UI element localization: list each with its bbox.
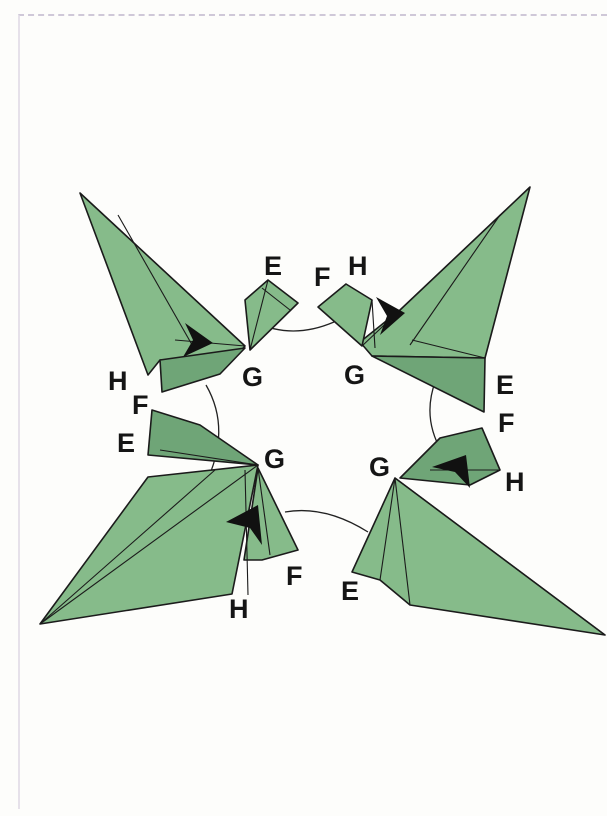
point-label-g: G [344,360,365,390]
unit-body [80,193,245,375]
origami-unit-top-left [80,193,298,392]
point-label-h: H [348,251,368,281]
origami-unit-bottom-left [40,410,298,624]
point-label-f: F [132,390,149,420]
point-label-e: E [264,251,282,281]
unit-lower-pocket [372,356,485,412]
point-label-h: H [229,594,249,624]
point-label-f: F [286,561,303,591]
point-label-f: F [314,262,331,292]
point-label-f: F [498,408,515,438]
unit-body [352,478,605,635]
unit-body [360,187,530,358]
point-label-g: G [264,444,285,474]
point-label-g: G [369,452,390,482]
point-label-e: E [117,428,135,458]
unit-upper-pocket [400,428,500,485]
point-label-h: H [108,366,128,396]
connector-arc-bottom [285,511,368,532]
unit-flap [318,284,372,346]
point-label-h: H [505,467,525,497]
point-label-e: E [496,370,514,400]
point-label-g: G [242,362,263,392]
point-label-e: E [341,576,359,606]
